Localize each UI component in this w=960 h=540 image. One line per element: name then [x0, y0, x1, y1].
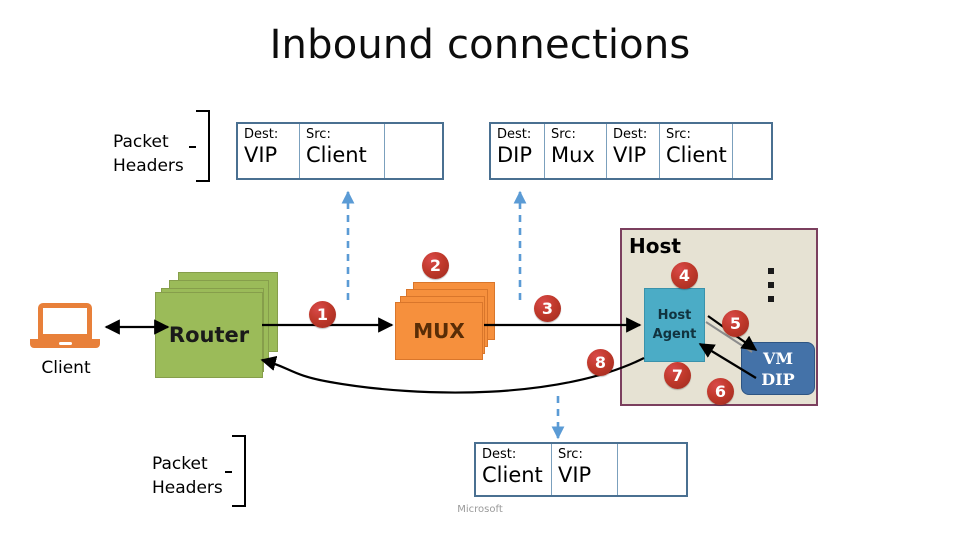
packet-cell-key: Src:	[666, 127, 691, 142]
packet-cell-value: Client	[306, 143, 367, 167]
packet-headers-label-bottom: Packet Headers	[152, 452, 223, 500]
packet-cell: Src: Client	[660, 124, 733, 178]
packet-cell-value: VIP	[244, 143, 278, 167]
laptop-notch-icon	[59, 341, 72, 345]
packet-cell: Src: Client	[300, 124, 385, 178]
vm-label-line2: DIP	[761, 369, 795, 389]
host-label: Host	[629, 234, 681, 258]
packet-cell-value: VIP	[558, 463, 592, 487]
packet-cell: Src: VIP	[552, 444, 618, 495]
laptop-screen-icon	[38, 303, 92, 339]
ellipsis-dot	[768, 296, 774, 302]
packet-cell-key: Dest:	[613, 127, 648, 142]
packet-cell-empty	[385, 124, 442, 178]
packet-table-encapsulated: Dest: DIP Src: Mux Dest: VIP Src: Client	[489, 122, 773, 180]
host-agent-node[interactable]: Host Agent	[644, 288, 705, 362]
router-label: Router	[168, 323, 250, 347]
step-badge-4: 4	[671, 262, 698, 289]
packet-cell: Dest: DIP	[491, 124, 545, 178]
step-badge-2: 2	[422, 252, 449, 279]
packet-cell-key: Src:	[306, 127, 331, 142]
packet-headers-label-top: Packet Headers	[113, 130, 184, 178]
host-agent-label-line2: Agent	[652, 327, 697, 342]
packet-cell-value: Mux	[551, 143, 595, 167]
packet-cell-key: Dest:	[497, 127, 532, 142]
step-badge-7: 7	[664, 362, 691, 389]
brace-bottom-icon	[225, 435, 246, 507]
packet-table-return: Dest: Client Src: VIP	[474, 442, 688, 497]
page-title: Inbound connections	[269, 22, 691, 68]
packet-cell-key: Dest:	[244, 127, 279, 142]
brace-top-icon	[189, 110, 210, 182]
packet-cell: Dest: VIP	[607, 124, 660, 178]
packet-cell-value: Client	[482, 463, 543, 487]
ellipsis-dot	[768, 268, 774, 274]
packet-cell-key: Src:	[558, 447, 583, 462]
packet-cell-key: Dest:	[482, 447, 517, 462]
mux-node[interactable]: MUX	[395, 282, 515, 372]
packet-cell: Dest: VIP	[238, 124, 300, 178]
packet-cell-value: VIP	[613, 143, 647, 167]
packet-cell-key: Src:	[551, 127, 576, 142]
packet-cell: Src: Mux	[545, 124, 607, 178]
router-sheet	[155, 292, 263, 378]
vm-dip-node[interactable]: VM DIP	[741, 342, 815, 395]
step-badge-1: 1	[309, 301, 336, 328]
packet-cell-value: Client	[666, 143, 727, 167]
host-agent-label-line1: Host	[657, 308, 692, 323]
client-label: Client	[41, 358, 91, 378]
packet-cell-empty	[618, 444, 686, 495]
packet-cell: Dest: Client	[476, 444, 552, 495]
footer-branding: Microsoft	[457, 504, 503, 515]
client-laptop-icon	[30, 303, 100, 353]
vm-label-line1: VM	[762, 348, 794, 368]
packet-cell-value: DIP	[497, 143, 533, 167]
packet-headers-label-top-line1: Packet	[113, 132, 169, 152]
packet-headers-label-bottom-line1: Packet	[152, 454, 208, 474]
packet-cell-empty	[733, 124, 771, 178]
step-badge-6: 6	[707, 378, 734, 405]
packet-headers-label-bottom-line2: Headers	[152, 478, 223, 498]
vertical-ellipsis-icon	[768, 268, 778, 302]
step-badge-3: 3	[534, 295, 561, 322]
router-node[interactable]: Router	[155, 272, 285, 382]
mux-sheet	[395, 302, 483, 360]
packet-headers-label-top-line2: Headers	[113, 156, 184, 176]
ellipsis-dot	[768, 282, 774, 288]
step-badge-5: 5	[722, 310, 749, 337]
packet-table-inbound-at-router: Dest: VIP Src: Client	[236, 122, 444, 180]
step-badge-8: 8	[587, 349, 614, 376]
mux-label: MUX	[413, 319, 465, 343]
